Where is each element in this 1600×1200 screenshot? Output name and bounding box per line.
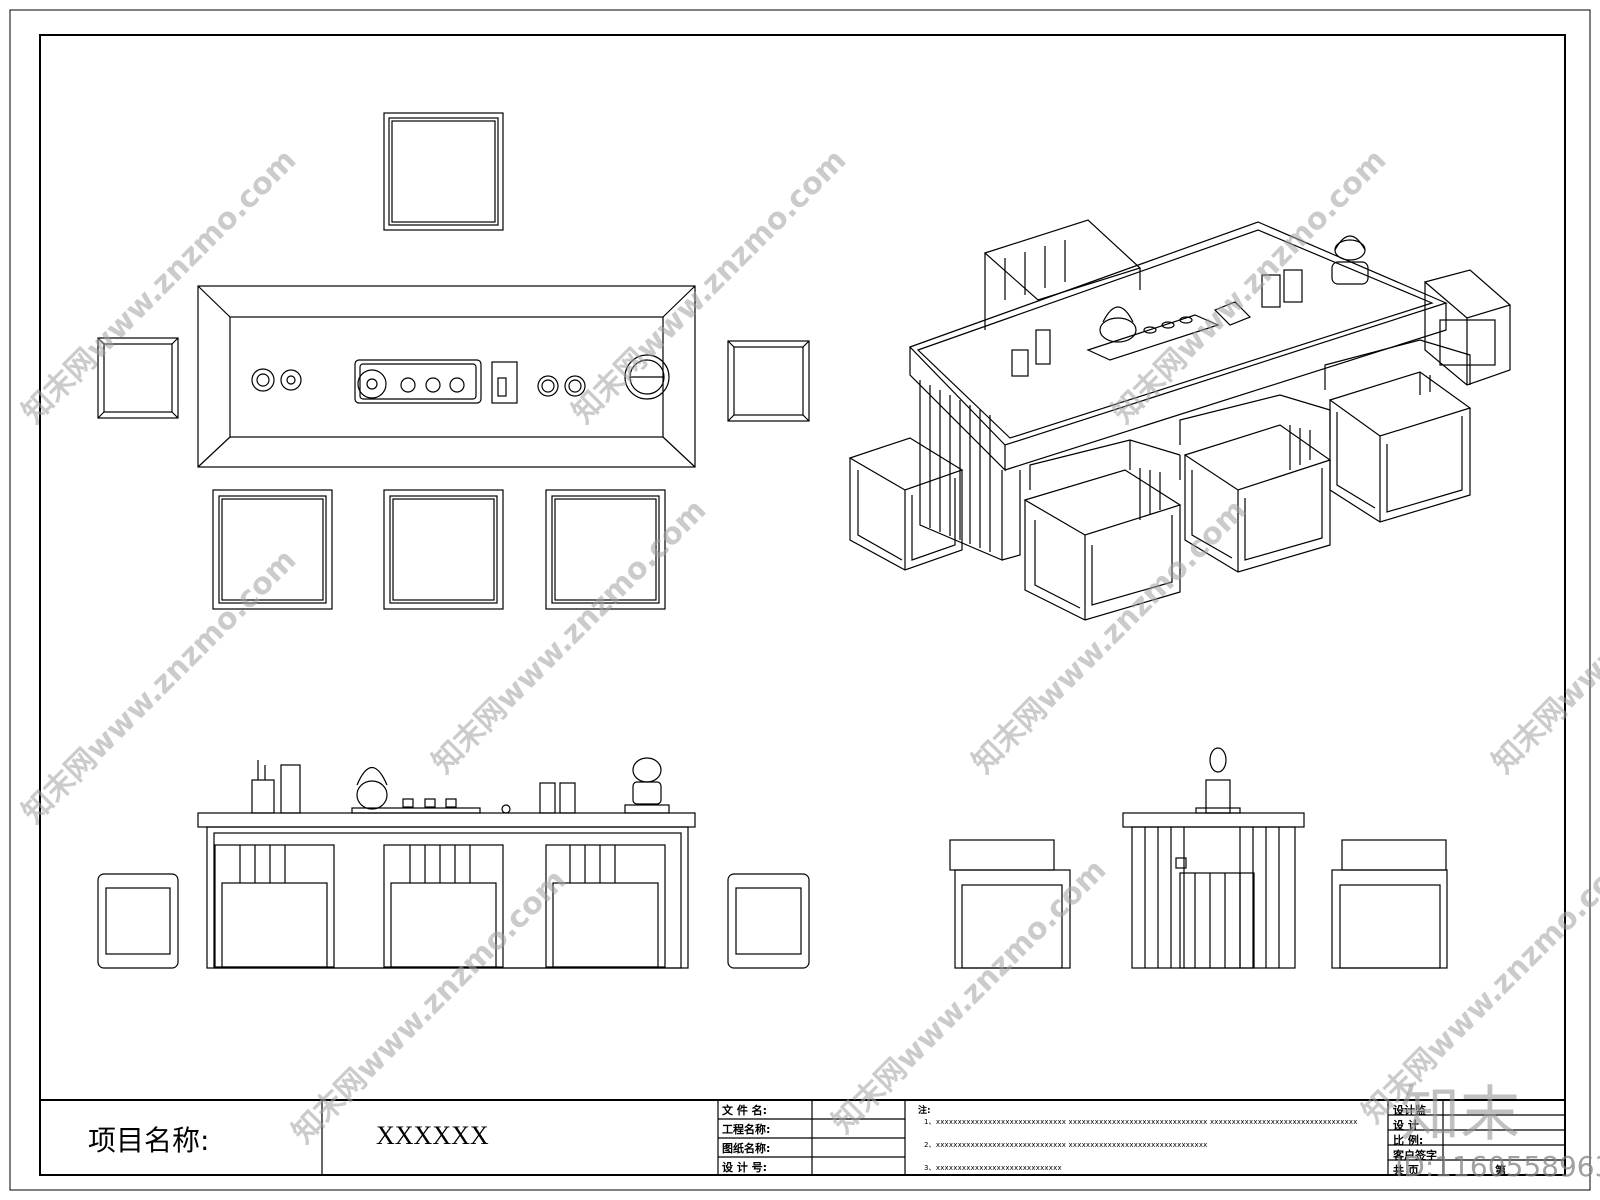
design-supervision-label: 设计监 xyxy=(1393,1104,1426,1117)
plan-chair-bottom-2 xyxy=(383,489,504,610)
client-signature-label: 客户签字 xyxy=(1393,1149,1437,1162)
front-elevation xyxy=(97,757,810,969)
iso-chair-3 xyxy=(1324,339,1472,523)
plan-chair-top xyxy=(383,112,504,231)
project-name-value: XXXXXX xyxy=(376,1121,489,1150)
design-number-label: 设 计 号: xyxy=(722,1161,768,1174)
notes-label: 注: xyxy=(918,1106,931,1116)
side-elevation xyxy=(949,747,1448,969)
drawing-name-label: 图纸名称: xyxy=(722,1142,771,1155)
image-id-text: ID:1160558963 xyxy=(1395,1150,1600,1183)
isometric-view xyxy=(848,219,1512,621)
scale-label: 比 例: xyxy=(1393,1134,1424,1147)
note-2: 2、xxxxxxxxxxxxxxxxxxxxxxxxxxxxxx xxxxxxx… xyxy=(924,1141,1208,1149)
plan-stool-right xyxy=(727,340,810,422)
inner-border xyxy=(39,34,1566,1176)
plan-stool-left xyxy=(97,337,179,419)
plan-chair-bottom-3 xyxy=(545,489,666,610)
page-number-label: 第 xyxy=(1495,1164,1506,1177)
outer-border xyxy=(9,9,1591,1191)
note-3: 3、xxxxxxxxxxxxxxxxxxxxxxxxxxxxx xyxy=(924,1164,1062,1172)
total-pages-label: 共 页 xyxy=(1393,1164,1419,1177)
plan-chair-bottom-1 xyxy=(212,489,333,610)
note-1: 1、xxxxxxxxxxxxxxxxxxxxxxxxxxxxxx xxxxxxx… xyxy=(924,1118,1358,1126)
project-title-label: 工程名称: xyxy=(722,1123,771,1136)
title-block xyxy=(40,1099,1565,1175)
iso-stool-left xyxy=(848,437,964,571)
plan-view xyxy=(97,112,810,610)
file-name-label: 文 件 名: xyxy=(722,1104,768,1117)
iso-chair-2 xyxy=(1179,394,1332,573)
brand-logo: 知末 xyxy=(1400,1080,1520,1150)
designer-label: 设 计 xyxy=(1393,1119,1419,1132)
plan-table xyxy=(197,285,696,468)
iso-chair-1 xyxy=(1023,439,1182,621)
project-name-label: 项目名称: xyxy=(88,1124,210,1157)
